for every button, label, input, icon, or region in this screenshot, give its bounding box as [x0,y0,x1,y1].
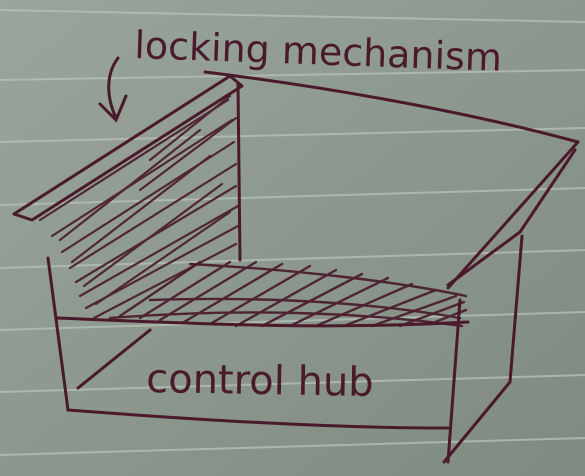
box-sketch [12,70,580,464]
label-control-hub: control hub [146,356,374,406]
down-arrow-icon [98,56,128,123]
hub-hatching [108,260,468,328]
lid-hatching [38,94,240,320]
ruled-lines [0,9,585,456]
